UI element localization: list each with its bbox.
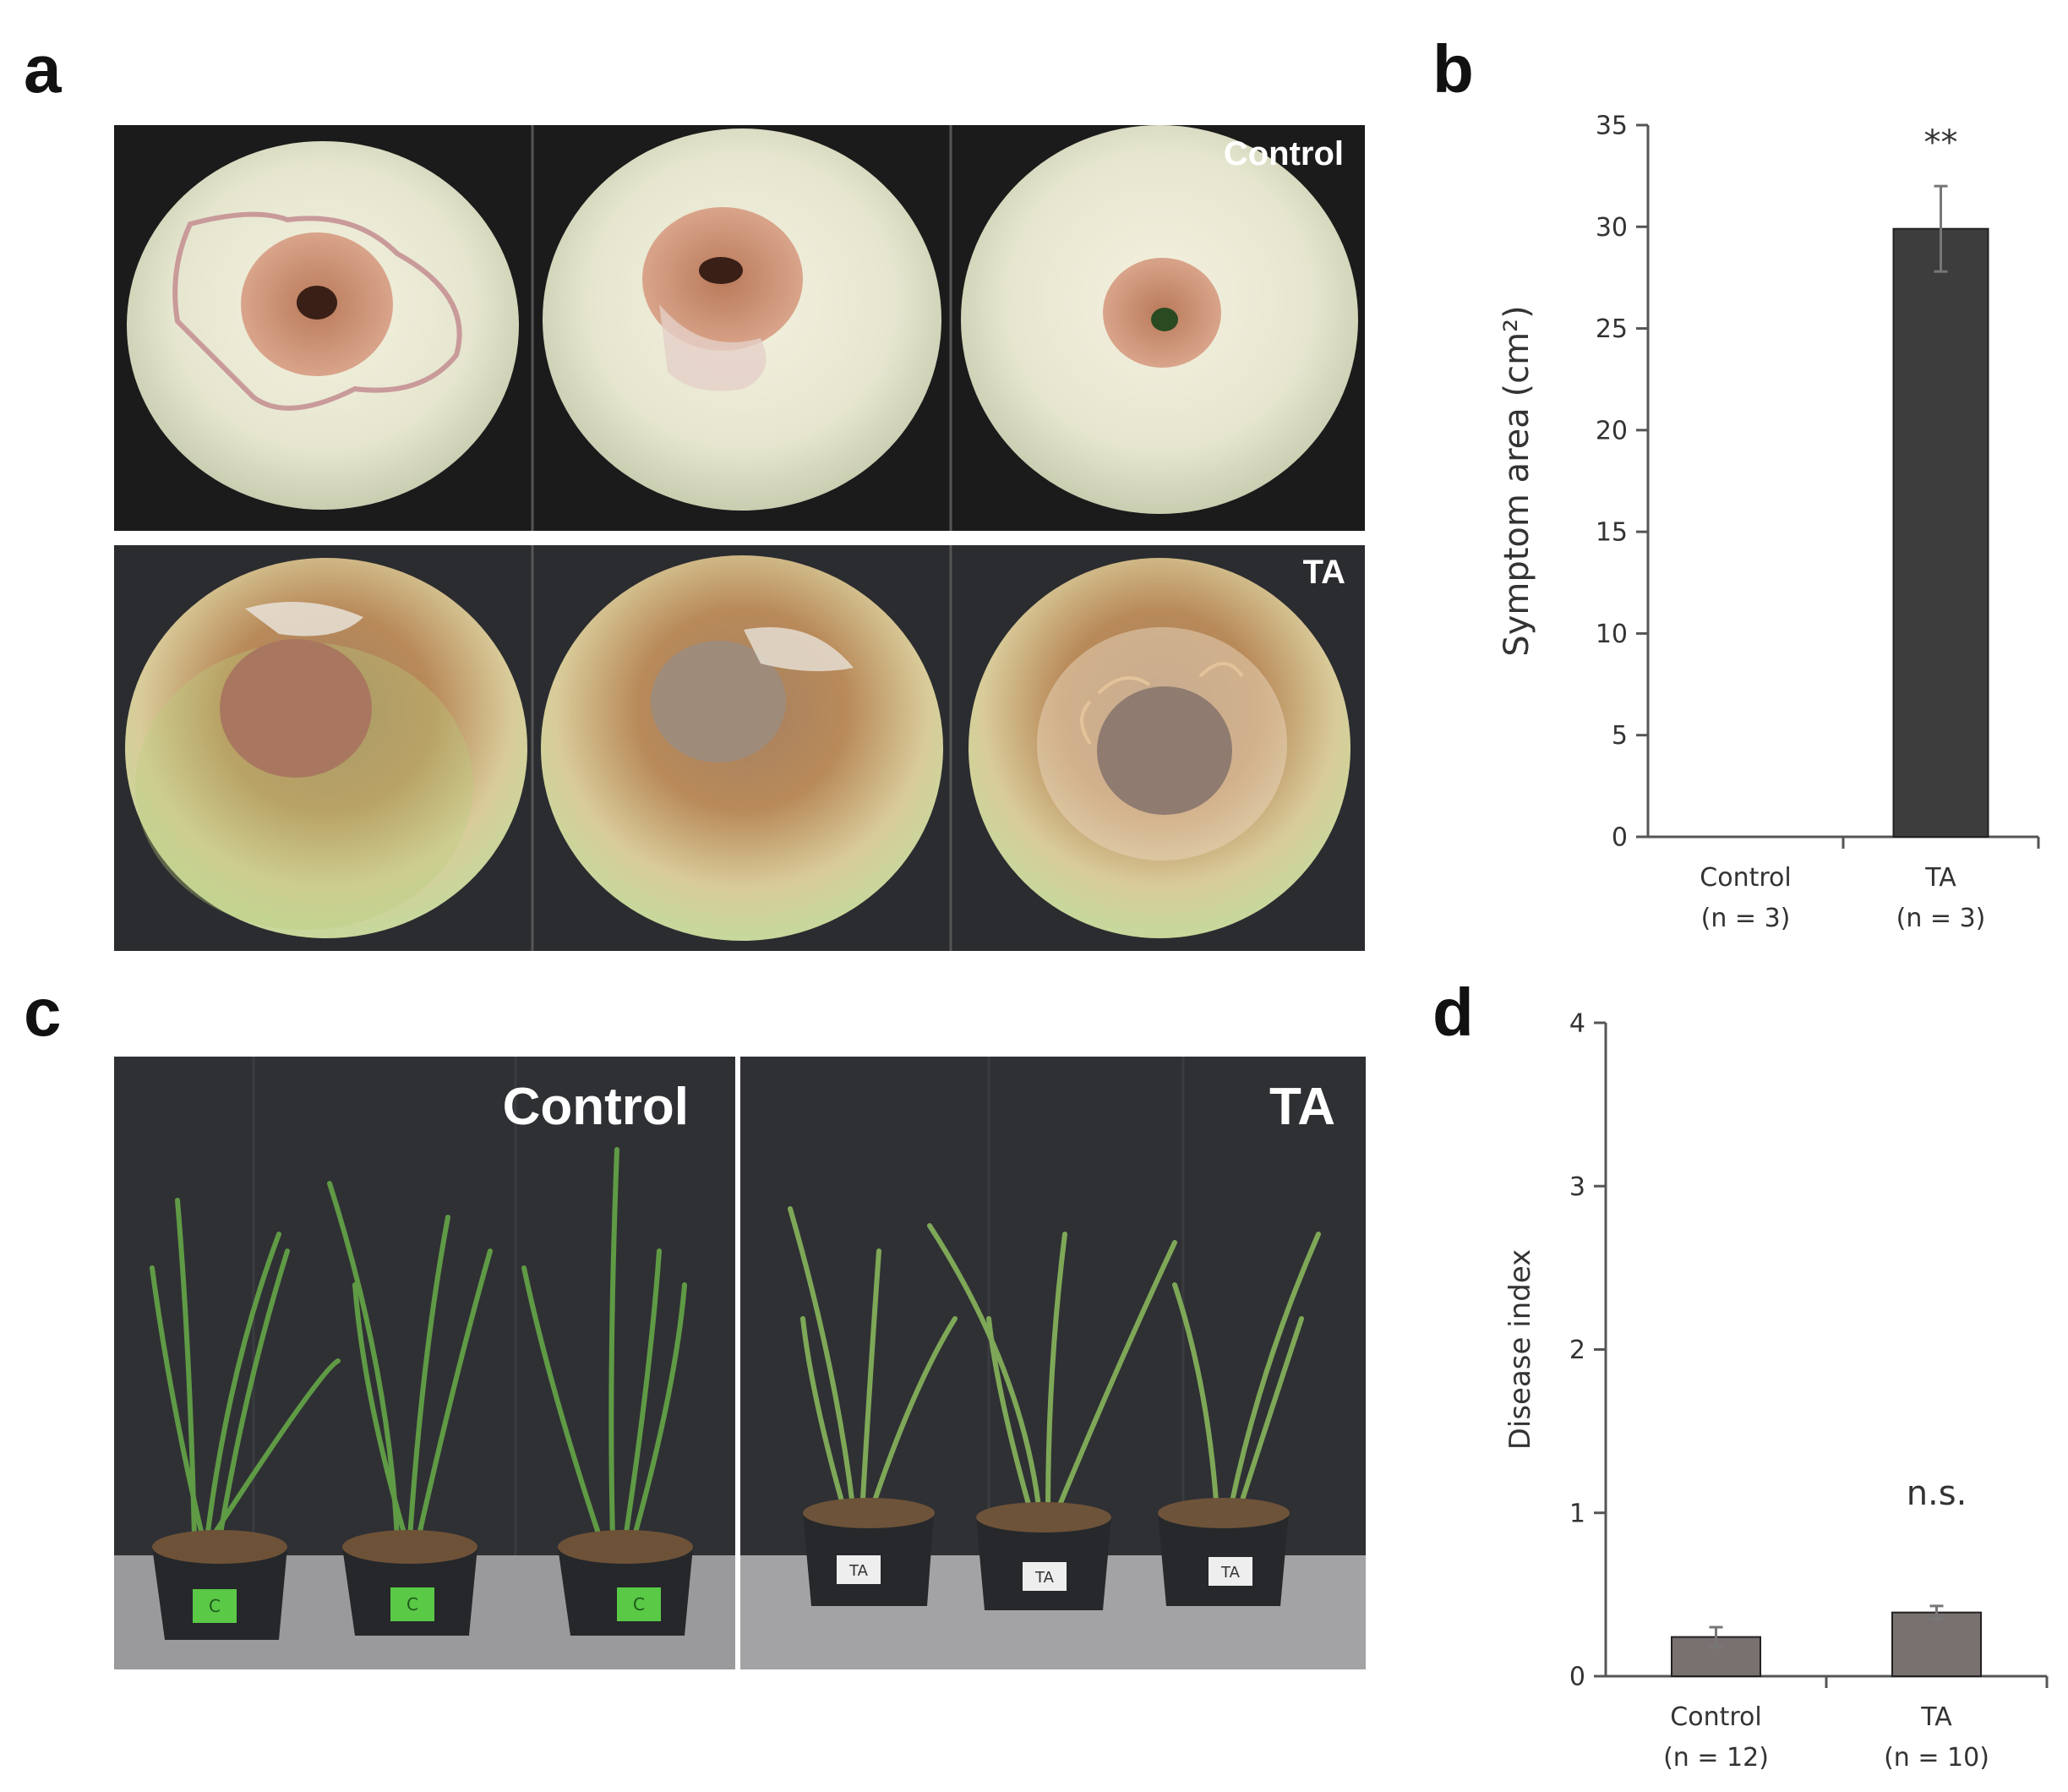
y-tick-label: 4 [1569, 1009, 1585, 1039]
x-tick-note: (n = 3) [1896, 904, 1986, 933]
panel-a-letter: a [24, 31, 62, 107]
x-tick-label: TA [1920, 1702, 1952, 1732]
control-onion-3 [961, 125, 1358, 514]
y-tick-label: 1 [1569, 1499, 1585, 1528]
x-tick-label: Control [1700, 863, 1791, 893]
x-tick-note: (n = 10) [1884, 1743, 1989, 1773]
control-onion-2 [543, 128, 941, 511]
control-leaves [150, 1147, 687, 1541]
bar-ta [1892, 227, 1989, 839]
significance-annotation: ** [1924, 123, 1958, 162]
panel-c-ta-label: TA [1269, 1078, 1335, 1136]
y-axis-label: Disease index [1503, 1249, 1537, 1451]
y-tick-label: 0 [1612, 823, 1628, 853]
panel-a-ta-label: TA [1303, 554, 1345, 591]
y-axis-label: Symptom area (cm²) [1498, 305, 1536, 656]
x-tick-note: (n = 12) [1663, 1743, 1769, 1773]
y-tick-label: 30 [1596, 213, 1628, 243]
ta-leaves [788, 1206, 1321, 1516]
y-tick-label: 35 [1596, 112, 1628, 141]
y-tick-label: 3 [1569, 1172, 1585, 1202]
x-tick-note: (n = 3) [1701, 904, 1791, 933]
pot-tag-ta: TA [1034, 1569, 1055, 1587]
control-pots [152, 1530, 693, 1640]
panel-a-control-label: Control [1224, 135, 1344, 172]
y-tick-label: 20 [1596, 416, 1628, 445]
panel-c-photos: C C C TA [114, 1057, 1366, 1669]
panel-c-control-label: Control [503, 1078, 689, 1136]
bar-ta [1891, 1611, 1982, 1677]
pot-tag-control: C [407, 1594, 418, 1614]
significance-annotation: n.s. [1907, 1474, 1967, 1513]
ta-onion-2 [541, 555, 943, 941]
pot-tag-control: C [209, 1596, 221, 1616]
pot-tag-control: C [633, 1594, 645, 1614]
y-tick-label: 25 [1596, 314, 1628, 344]
y-tick-label: 15 [1596, 518, 1628, 548]
ta-pots [803, 1498, 1290, 1610]
pot-tag-ta: TA [848, 1562, 869, 1580]
x-tick-label: TA [1924, 863, 1956, 893]
y-tick-label: 0 [1569, 1663, 1585, 1692]
x-tick-label: Control [1670, 1702, 1761, 1732]
control-onion-1 [127, 141, 519, 510]
y-tick-label: 2 [1569, 1336, 1585, 1365]
pot-tag-ta: TA [1220, 1564, 1241, 1582]
panel-c-letter: c [24, 975, 62, 1050]
ta-onion-1 [125, 558, 527, 938]
y-tick-label: 5 [1612, 721, 1628, 751]
panel-d-letter: d [1432, 975, 1474, 1050]
y-tick-label: 10 [1596, 620, 1628, 649]
panel-a-photos: Control TA [114, 125, 1365, 951]
panel-b-letter: b [1432, 31, 1474, 107]
ta-onion-3 [969, 558, 1350, 938]
